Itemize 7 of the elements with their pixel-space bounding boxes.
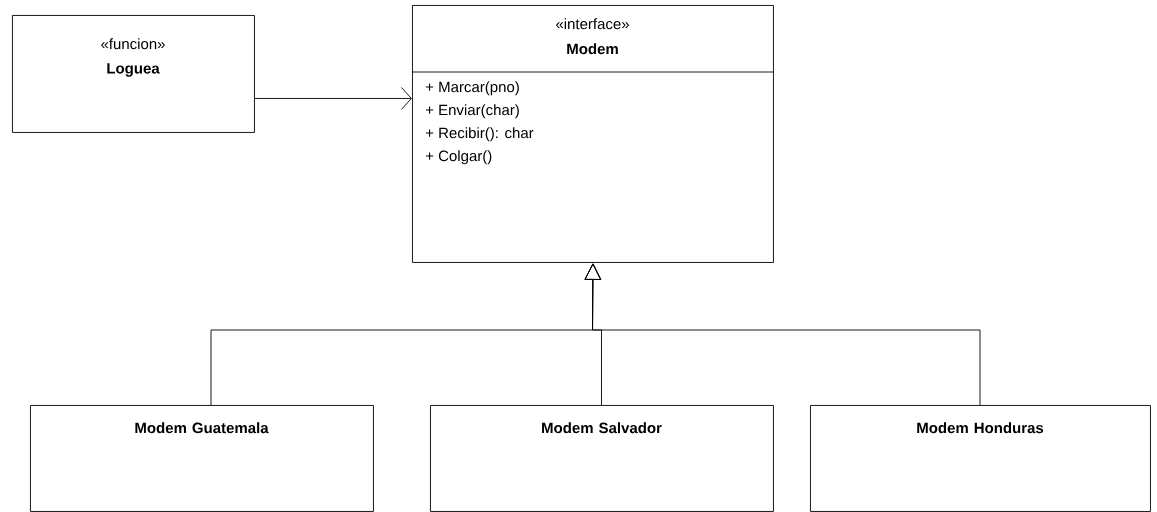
class-box: Modem Salvador	[430, 405, 774, 512]
class-box: Modem Guatemala	[30, 405, 374, 512]
class-box: Modem Honduras	[810, 405, 1151, 512]
arrow	[584, 263, 981, 406]
class-box: «funcion» Loguea	[12, 15, 255, 133]
class-box: «interface» Modem + Marcar(pno) + Enviar(char) + Recibir(): char + Colgar()	[411, 5, 774, 263]
arrow	[254, 87, 412, 110]
